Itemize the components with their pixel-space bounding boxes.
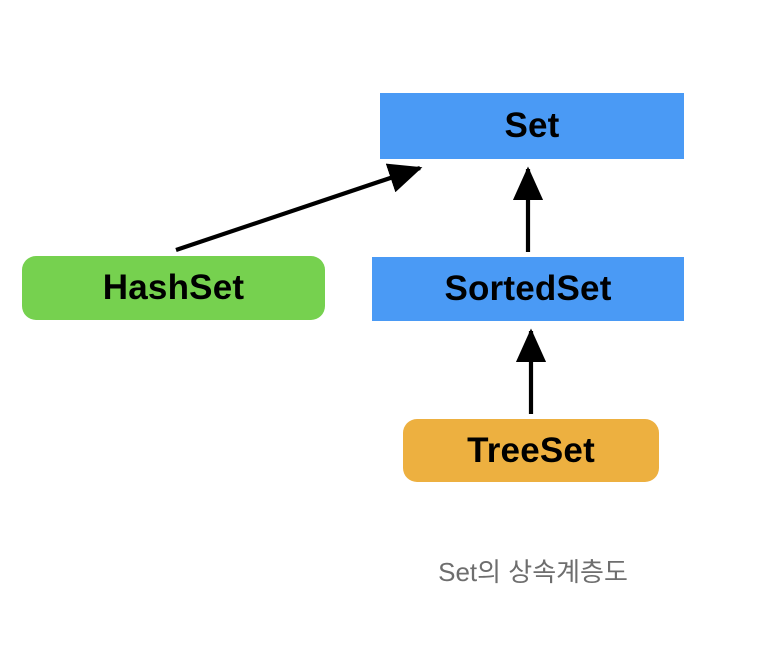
node-sortedset-label: SortedSet <box>444 269 612 308</box>
node-hashset-label: HashSet <box>102 268 245 307</box>
node-treeset[interactable]: TreeSet <box>403 419 659 482</box>
arrow-hashset-to-set <box>175 163 423 252</box>
node-sortedset[interactable]: SortedSet <box>372 257 684 321</box>
node-hashset[interactable]: HashSet <box>22 256 325 320</box>
node-set[interactable]: Set <box>380 93 684 159</box>
node-treeset-label: TreeSet <box>467 430 595 470</box>
diagram-caption: Set의 상속계층도 <box>438 557 628 587</box>
node-set-label: Set <box>504 106 560 145</box>
